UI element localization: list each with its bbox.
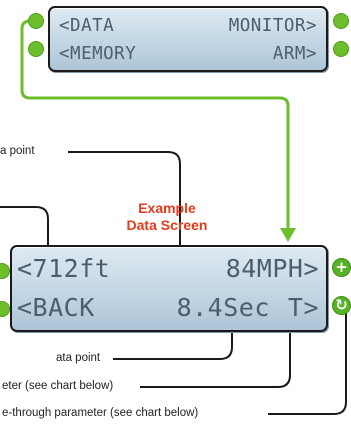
speed-value[interactable]: 84MPH>: [225, 254, 319, 283]
callout-top-data-point: a point: [0, 145, 35, 157]
green-flow-line: [20, 19, 290, 228]
callout-line-cycle-parameter: [268, 310, 347, 415]
data-screen-row-2: <BACK 8.4Sec T>: [12, 293, 326, 322]
distance-value[interactable]: <712ft: [17, 254, 111, 283]
callout-line-bottom-data-point: [113, 332, 233, 360]
example-label-line-2: Data Screen: [126, 217, 208, 233]
memory-menu-item[interactable]: <MEMORY: [59, 44, 137, 64]
callout-line-parameter: [140, 332, 291, 388]
monitor-menu-item[interactable]: MONITOR>: [228, 16, 317, 36]
top-menu-display: <DATA MONITOR> <MEMORY ARM>: [48, 6, 328, 72]
green-arrow-head: [280, 228, 296, 242]
data-screen-row-1: <712ft 84MPH>: [12, 254, 326, 283]
time-parameter-group: 8.4Sec T>: [177, 293, 319, 322]
top-left-dot-lower: [28, 41, 44, 57]
top-right-dot-lower: [333, 41, 349, 57]
example-label-line-1: Example: [138, 200, 196, 216]
time-value: 8.4Sec: [176, 293, 270, 322]
callout-line-left-data: [0, 206, 49, 245]
top-left-dot-upper: [28, 13, 44, 29]
callout-bottom-data-point: ata point: [56, 352, 101, 364]
callout-cycle-parameter: e-through parameter (see chart below): [2, 407, 199, 419]
data-menu-item[interactable]: <DATA: [59, 16, 115, 36]
cycle-icon[interactable]: ↻: [332, 296, 351, 315]
callout-line-top-data-point: [68, 151, 181, 245]
back-menu-item[interactable]: <BACK: [17, 293, 95, 322]
top-right-dot-upper: [333, 13, 349, 29]
plus-icon[interactable]: +: [332, 258, 351, 277]
top-display-row-1: <DATA MONITOR>: [50, 16, 326, 36]
parameter-toggle[interactable]: T>: [287, 293, 319, 322]
top-display-row-2: <MEMORY ARM>: [50, 44, 326, 64]
callout-parameter: eter (see chart below): [2, 380, 114, 392]
arm-menu-item[interactable]: ARM>: [272, 44, 317, 64]
example-data-screen-label: Example Data Screen: [112, 200, 222, 234]
example-data-screen: <712ft 84MPH> <BACK 8.4Sec T>: [10, 245, 328, 332]
